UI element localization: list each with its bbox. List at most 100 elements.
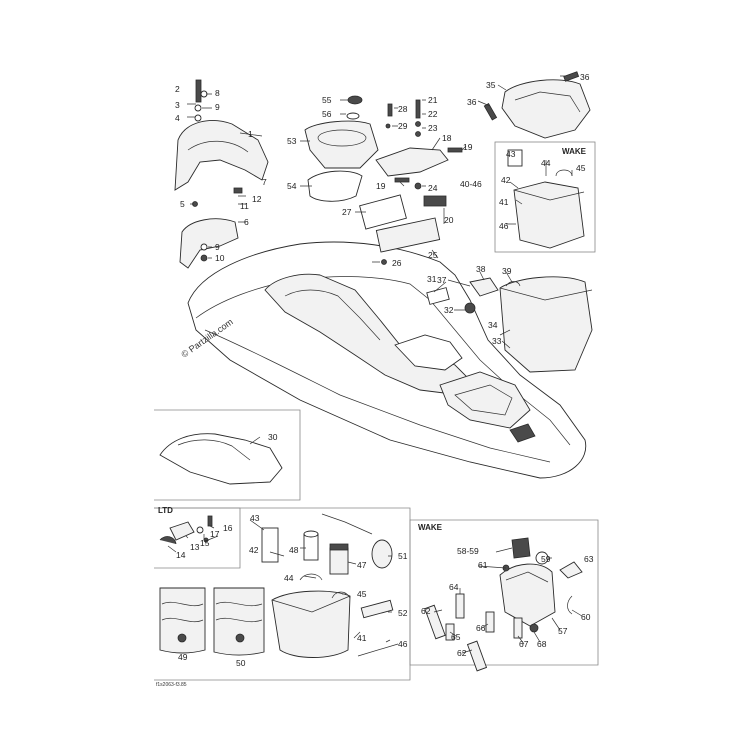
washer-3-4 — [194, 114, 202, 122]
mount-58-59 — [511, 537, 531, 559]
hull-assembly: © Partzilla.com — [179, 241, 587, 479]
bag-50-pattern — [215, 601, 263, 623]
callout-5: 5 — [180, 199, 185, 209]
steering-console — [394, 334, 463, 371]
storage-lip — [454, 384, 513, 416]
callout-36b: 36 — [467, 97, 477, 107]
nut-26 — [381, 259, 387, 265]
cover-assembly — [159, 433, 283, 485]
wake-bottom-frame — [409, 519, 599, 666]
callout-50: 50 — [236, 658, 246, 668]
callout-1: 1 — [248, 129, 253, 139]
callout-59: 59 — [541, 554, 551, 564]
clamp-60 — [567, 595, 573, 615]
cover-30 — [159, 433, 283, 485]
decal-20 — [423, 195, 447, 207]
seat-seam — [514, 91, 581, 113]
roll-51 — [371, 539, 393, 569]
hull-chine — [204, 329, 551, 463]
bucket-rim — [499, 287, 593, 301]
storage-bin-41 — [271, 590, 351, 658]
callout-68: 68 — [537, 639, 547, 649]
bow-eye — [509, 423, 536, 443]
callout-41b: 41 — [357, 633, 367, 643]
screw-28 — [387, 103, 393, 117]
seal-56 — [346, 112, 360, 120]
washer-23 — [415, 131, 421, 137]
callout-35: 35 — [486, 80, 496, 90]
callout-44a: 44 — [541, 158, 551, 168]
callout-24: 24 — [428, 183, 438, 193]
glovebox-assembly — [304, 95, 463, 265]
front-storage-opening — [439, 371, 531, 429]
label-63 — [559, 561, 583, 579]
ltd-frame — [154, 507, 241, 569]
seat-35 — [501, 79, 591, 139]
callout-62a: 62 — [421, 606, 431, 616]
callout-57: 57 — [558, 626, 568, 636]
callout-14: 14 — [176, 550, 186, 560]
callout-56: 56 — [322, 109, 332, 119]
callout-20: 20 — [444, 215, 454, 225]
washer-22 — [415, 121, 421, 127]
bottle-48 — [303, 533, 319, 561]
callout-40-46: 40-46 — [460, 179, 482, 189]
callout-54: 54 — [287, 181, 297, 191]
bag-49-pattern — [161, 601, 204, 623]
washer-15 — [196, 526, 204, 534]
mat-52 — [360, 599, 394, 619]
glovebox-rim — [317, 129, 367, 147]
callout-18: 18 — [442, 133, 452, 143]
bin-rim — [513, 189, 585, 201]
bag-50 — [213, 587, 265, 656]
callout-47: 47 — [357, 560, 367, 570]
post-62a — [424, 604, 446, 640]
section-frames — [154, 141, 599, 681]
callout-13: 13 — [190, 542, 200, 552]
callout-6: 6 — [244, 217, 249, 227]
washer-9b — [200, 243, 208, 251]
strip-19b — [447, 147, 463, 153]
callout-8: 8 — [215, 88, 220, 98]
gasket-27 — [359, 194, 407, 230]
storage-bucket-33-34 — [499, 276, 593, 373]
bag-43 — [507, 149, 523, 167]
knob-32 — [464, 302, 476, 314]
callout-43a: 43 — [506, 149, 516, 159]
container-47 — [329, 547, 349, 575]
ltd-assembly — [159, 515, 213, 545]
bag-49-knob — [177, 633, 187, 643]
rear-handle-part-1 — [174, 120, 269, 191]
callout-26: 26 — [392, 258, 402, 268]
holder-42-43 — [261, 527, 279, 563]
seat-well-rim — [284, 289, 381, 341]
storage-bin-40-46 — [513, 181, 585, 249]
clip-39 — [505, 281, 521, 287]
callout-46b: 46 — [398, 639, 408, 649]
callout-45b: 45 — [357, 589, 367, 599]
callout-67: 67 — [519, 639, 529, 649]
knob-68 — [529, 623, 539, 633]
wake-bottom-label: WAKE — [418, 523, 443, 532]
callout-61: 61 — [478, 560, 488, 570]
post-66 — [485, 611, 495, 633]
callout-11: 11 — [240, 201, 249, 211]
screw-16 — [207, 515, 213, 527]
cord-45 — [555, 169, 573, 177]
latch-37-38 — [469, 277, 499, 297]
callout-45a: 45 — [576, 163, 586, 173]
callout-19b: 19 — [463, 142, 473, 152]
post-62b — [466, 640, 488, 672]
callout-66: 66 — [476, 623, 486, 633]
callout-28: 28 — [398, 104, 408, 114]
callout-43b: 43 — [250, 513, 260, 523]
callout-21: 21 — [428, 95, 438, 105]
callout-7: 7 — [262, 177, 267, 187]
callout-53: 53 — [287, 136, 297, 146]
strap-36a — [563, 71, 580, 82]
clip-45 — [331, 591, 351, 599]
tray-25 — [375, 217, 441, 253]
plate-13 — [169, 521, 195, 541]
nut-24 — [414, 182, 422, 190]
callout-46a: 46 — [499, 221, 509, 231]
